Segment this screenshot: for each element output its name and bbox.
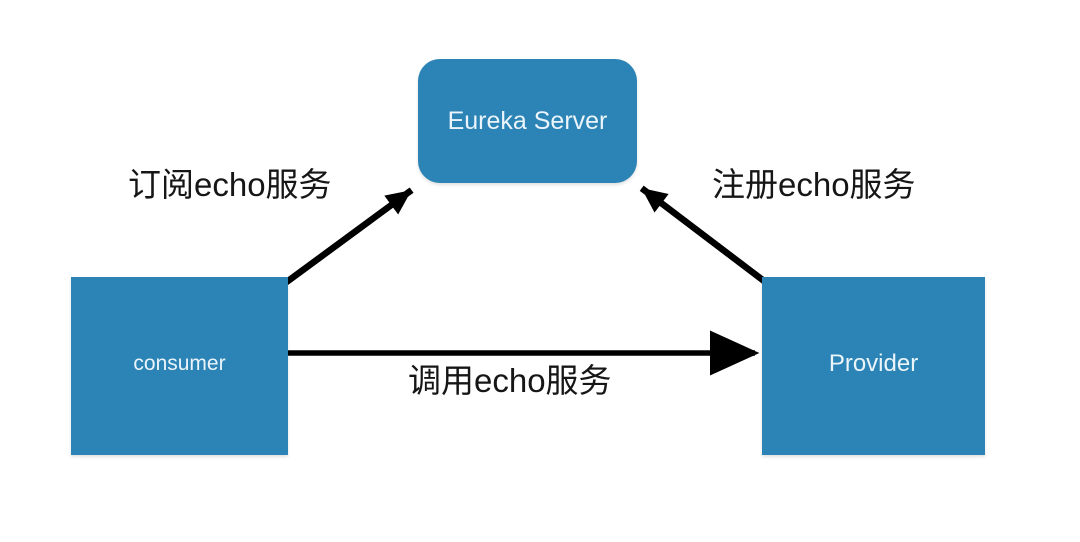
edge-register-line	[639, 185, 769, 286]
edge-label-subscribe: 订阅echo服务	[128, 166, 332, 203]
node-provider[interactable]	[762, 277, 985, 455]
edge-subscribe-line	[283, 187, 414, 286]
edge-label-invoke: 调用echo服务	[408, 362, 612, 399]
node-consumer[interactable]	[71, 277, 288, 455]
node-eureka-server[interactable]	[418, 59, 637, 183]
edge-label-register: 注册echo服务	[712, 166, 916, 203]
